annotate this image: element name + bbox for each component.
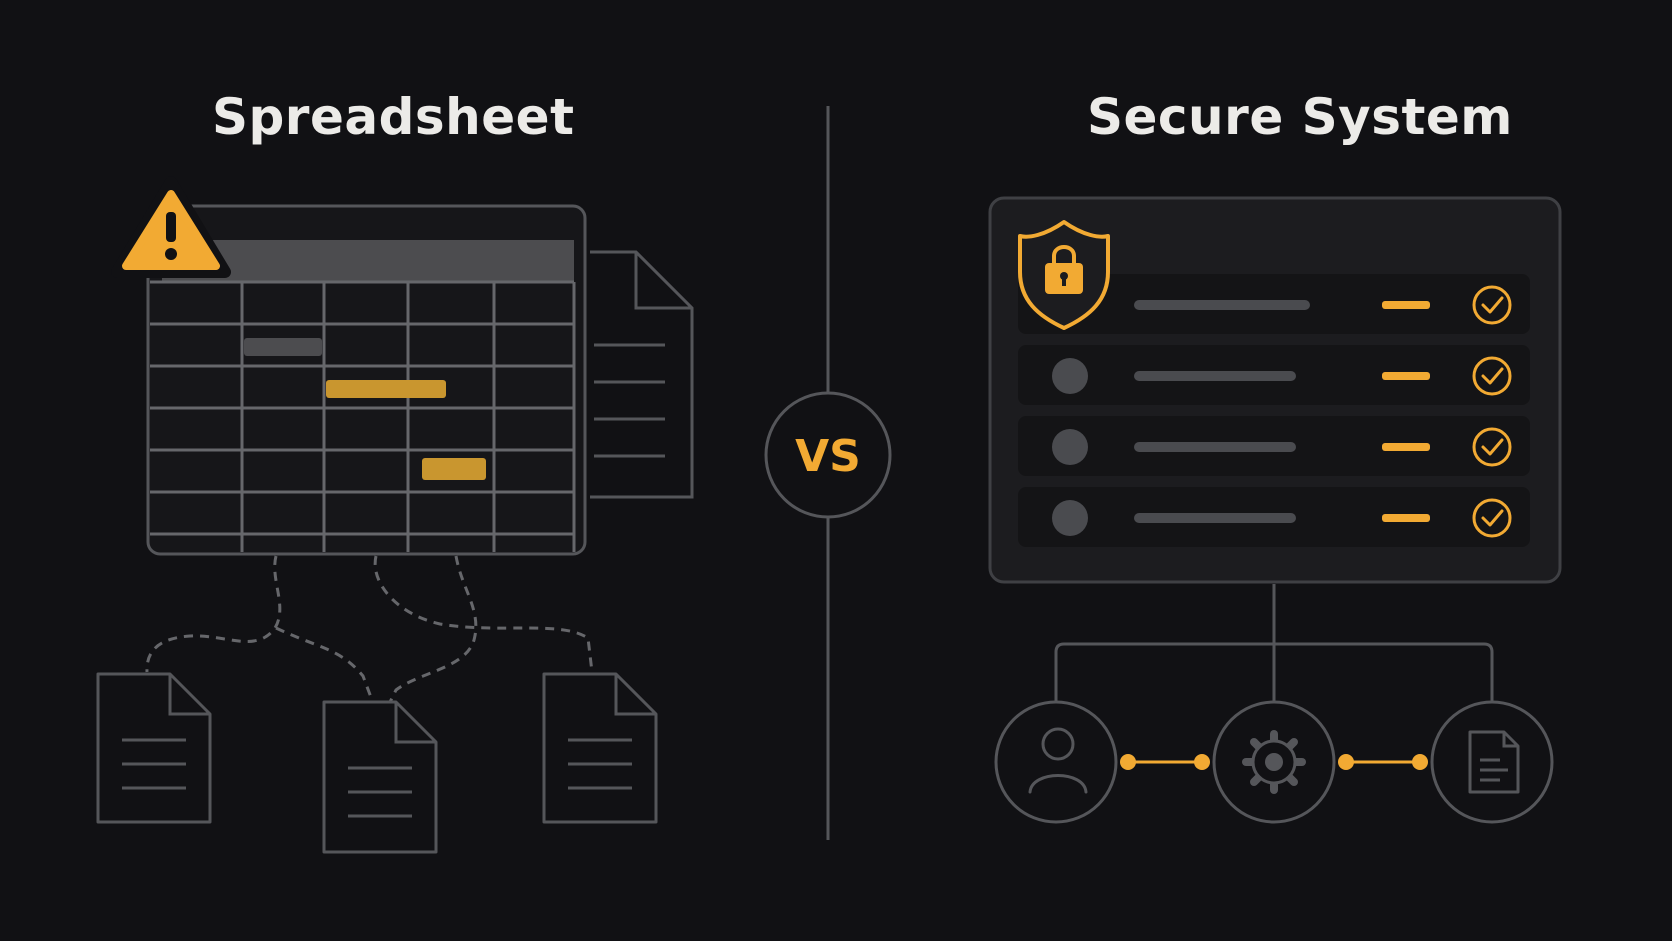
warning-icon (111, 176, 231, 278)
document-icon (96, 672, 212, 824)
document-icon (542, 672, 658, 824)
spreadsheet-title: Spreadsheet (212, 88, 575, 146)
document-icon (322, 700, 438, 854)
spreadsheet-grid (146, 204, 587, 556)
cell-highlight-amber (422, 458, 486, 480)
cell-highlight-gray (244, 338, 322, 356)
list-item (1018, 416, 1530, 476)
dashed-connectors (145, 555, 594, 703)
cell-highlight-amber (326, 380, 446, 398)
secure-system-illustration (988, 196, 1562, 824)
status-links (1120, 754, 1428, 770)
secure-system-title: Secure System (1087, 88, 1513, 146)
hierarchy-connectors (1054, 584, 1494, 702)
document-icon (1430, 700, 1554, 824)
center-divider: VS (764, 106, 892, 840)
user-icon (994, 700, 1118, 824)
spreadsheet-illustration (96, 176, 694, 854)
list-item (1018, 345, 1530, 405)
check-circle-icon (1472, 356, 1512, 396)
document-icon (590, 250, 694, 499)
vs-label: VS (795, 431, 861, 482)
gear-icon (1212, 700, 1336, 824)
check-circle-icon (1472, 498, 1512, 538)
shield-lock-icon (1018, 220, 1110, 330)
check-circle-icon (1472, 285, 1512, 325)
vs-badge (764, 391, 892, 519)
list-item (1018, 487, 1530, 547)
check-circle-icon (1472, 427, 1512, 467)
list-item (1018, 274, 1530, 334)
